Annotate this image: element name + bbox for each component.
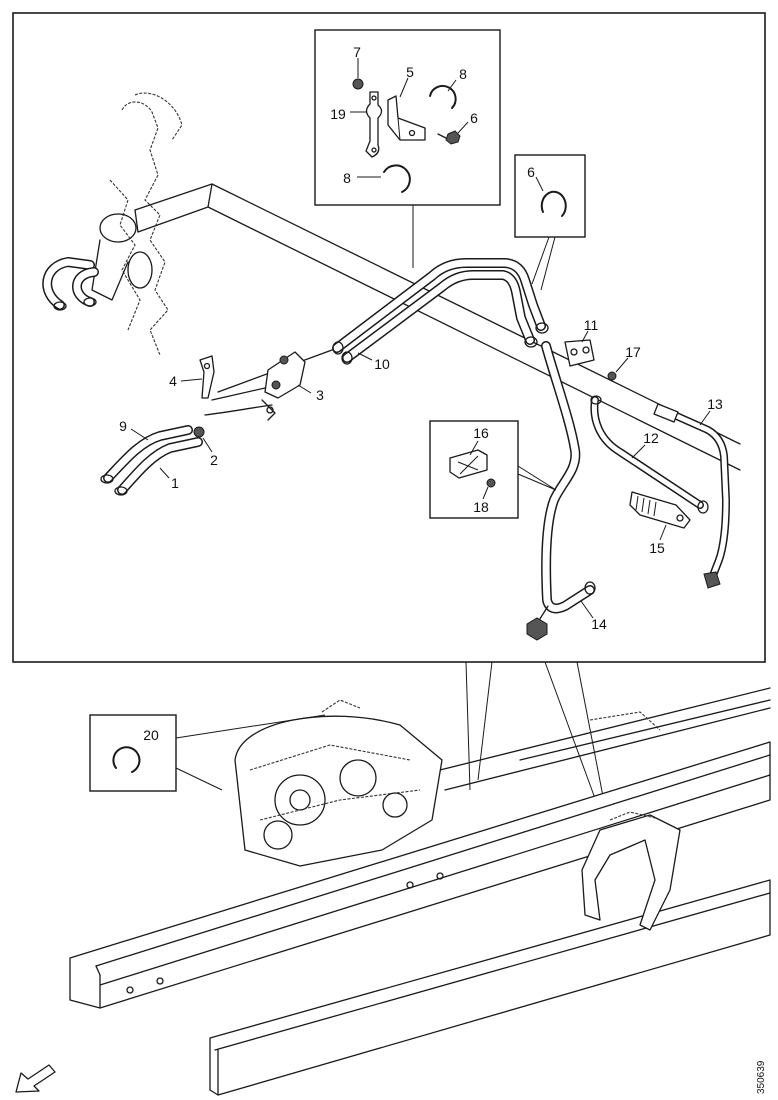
engine-assembly — [234, 699, 443, 867]
callout-2: 2 — [210, 452, 218, 468]
engine-bracket — [91, 92, 183, 356]
callout-13: 13 — [707, 396, 723, 412]
callout-17: 17 — [625, 344, 641, 360]
pipe-12 — [590, 395, 709, 514]
callout-7: 7 — [353, 44, 361, 60]
clamp-ring-6 — [540, 190, 567, 217]
callout-20: 20 — [143, 727, 159, 743]
hose-9 — [100, 430, 188, 484]
chassis-cross-member — [134, 183, 741, 471]
front-direction-arrow — [15, 1064, 56, 1093]
callout-5: 5 — [406, 64, 414, 80]
leader-detail-frame — [465, 661, 607, 813]
hose-link-lower — [204, 404, 273, 416]
clamp-ring-20 — [112, 746, 141, 773]
callout-8-lower: 8 — [343, 170, 351, 186]
callout-3: 3 — [316, 387, 324, 403]
clamp-ring-8-lower — [383, 164, 411, 193]
callout-1: 1 — [171, 475, 179, 491]
fitting-3 — [261, 351, 306, 421]
bracket-16 — [449, 449, 488, 479]
callout-8-upper: 8 — [459, 66, 467, 82]
fitting-11 — [564, 339, 595, 367]
chassis-rail-rear — [209, 879, 771, 1096]
detail-frame — [12, 12, 766, 663]
leader-box-ring — [531, 236, 556, 291]
pipe-10 — [333, 263, 549, 365]
callout-12: 12 — [643, 430, 659, 446]
detail-box-clamps — [314, 29, 501, 206]
rear-cross-member — [581, 811, 681, 931]
callout-leaders — [130, 58, 711, 752]
strap-19 — [365, 91, 383, 158]
hose-link — [211, 387, 266, 401]
bracket-4 — [199, 355, 215, 399]
callout-14: 14 — [591, 616, 607, 632]
bracket-5 — [387, 95, 426, 141]
chassis-rail-front — [69, 741, 771, 1009]
clamp-ring-8-upper — [429, 84, 457, 109]
pipe-13 — [653, 403, 726, 589]
callout-4: 4 — [169, 373, 177, 389]
callout-16: 16 — [473, 425, 489, 441]
fitting-15 — [629, 491, 691, 529]
nut-2 — [193, 426, 205, 438]
nut-17 — [607, 371, 617, 381]
callout-18: 18 — [473, 499, 489, 515]
callout-6-bolt: 6 — [470, 110, 478, 126]
detail-box-ring-20 — [89, 714, 177, 792]
nut-7 — [352, 78, 364, 90]
pipe-14 — [526, 346, 596, 641]
callout-9: 9 — [119, 418, 127, 434]
chassis-rail-upper — [439, 687, 771, 791]
leader-box-bracket — [517, 465, 557, 491]
callout-15: 15 — [649, 540, 665, 556]
bolt-18 — [486, 478, 496, 488]
coolant-hose-left — [47, 262, 96, 311]
leader-box-ring-20 — [175, 714, 326, 791]
callout-10: 10 — [374, 356, 390, 372]
bolt-6 — [437, 130, 461, 145]
callout-19: 19 — [330, 106, 346, 122]
callout-11: 11 — [584, 317, 599, 333]
callout-6-ring: 6 — [527, 164, 535, 180]
hose-1 — [114, 442, 198, 496]
drawing-code: 350639 — [756, 1060, 767, 1094]
detail-box-ring — [514, 154, 586, 238]
